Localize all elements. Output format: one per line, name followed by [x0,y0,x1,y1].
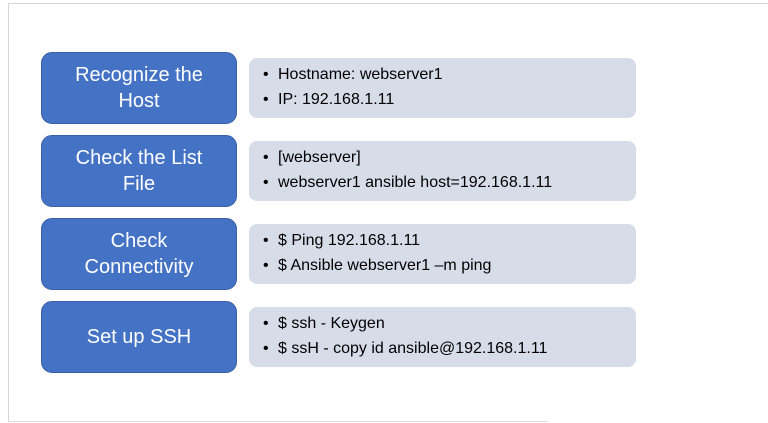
process-row-recognize-host: Recognize the Host Hostname: webserver1 … [41,52,636,124]
process-row-check-list-file: Check the List File [webserver] webserve… [41,135,636,207]
step-title-box: Recognize the Host [41,52,237,124]
process-diagram: Recognize the Host Hostname: webserver1 … [41,52,636,373]
step-title-line: Check the List [75,146,203,169]
step-detail-box: [webserver] webserver1 ansible host=192.… [249,141,636,201]
step-detail-box: Hostname: webserver1 IP: 192.168.1.11 [249,58,636,118]
step-title-box: Check Connectivity [41,218,237,290]
step-title-line: Recognize the [75,63,203,86]
step-title-line: File [122,173,156,195]
step-detail-box: $ Ping 192.168.1.11 $ Ansible webserver1… [249,224,636,284]
slide-border-left [8,3,9,422]
process-row-check-connectivity: Check Connectivity $ Ping 192.168.1.11 $… [41,218,636,290]
slide-border-bottom [8,421,548,422]
step-title-line: Connectivity [84,256,194,278]
step-title-line: Check [110,229,168,252]
bullet-item: $ Ping 192.168.1.11 [259,229,628,254]
process-row-set-up-ssh: Set up SSH $ ssh - Keygen $ ssH - copy i… [41,301,636,373]
bullet-item: $ Ansible webserver1 –m ping [259,254,628,279]
bullet-item: [webserver] [259,146,628,171]
slide-border-top [8,3,768,4]
bullet-item: $ ssH - copy id ansible@192.168.1.11 [259,337,628,362]
step-title-box: Check the List File [41,135,237,207]
step-detail-box: $ ssh - Keygen $ ssH - copy id ansible@1… [249,307,636,367]
step-title-line: Host [118,90,160,112]
bullet-item: webserver1 ansible host=192.168.1.11 [259,171,628,196]
step-title-box: Set up SSH [41,301,237,373]
bullet-item: Hostname: webserver1 [259,63,628,88]
step-title-line: Set up SSH [86,325,192,348]
bullet-item: $ ssh - Keygen [259,312,628,337]
bullet-item: IP: 192.168.1.11 [259,88,628,113]
